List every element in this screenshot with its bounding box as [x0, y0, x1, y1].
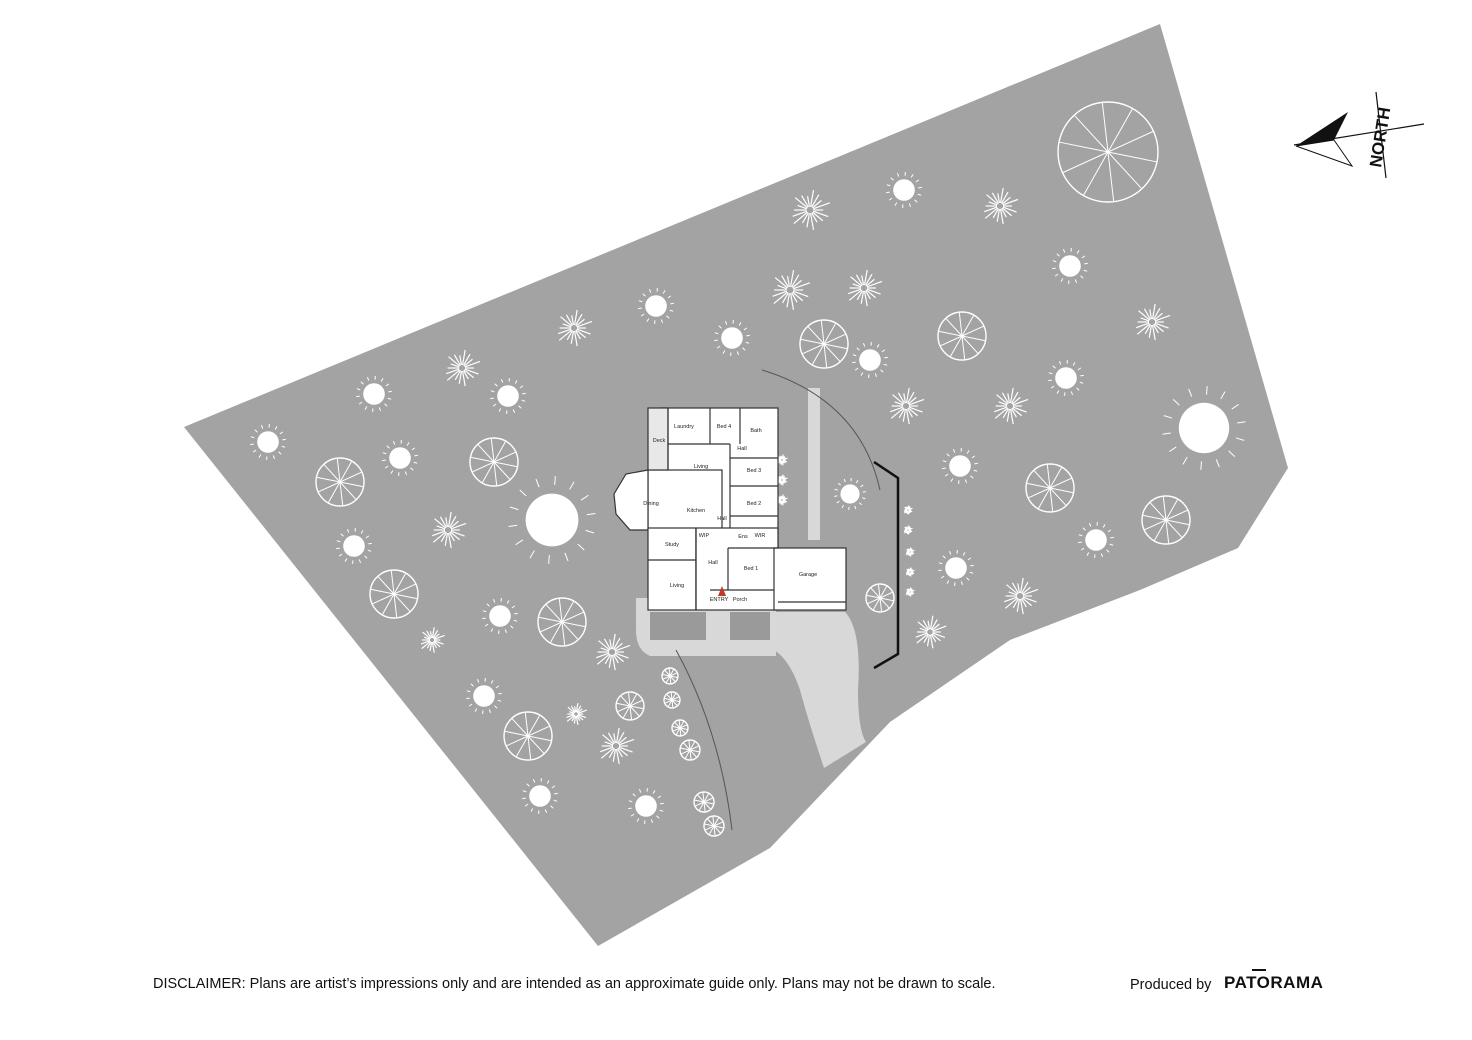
tree-icon	[482, 598, 518, 634]
front-garden-beds	[650, 612, 770, 640]
tree-icon	[490, 378, 526, 414]
room-porch: Porch	[733, 597, 747, 603]
tree-icon	[903, 505, 913, 515]
tree-icon	[615, 691, 645, 721]
driveway	[774, 612, 866, 768]
tree-icon	[679, 739, 701, 761]
tree-icon	[469, 437, 519, 487]
tree-icon	[356, 376, 392, 412]
tree-icon	[834, 478, 866, 510]
room-bath: Bath	[750, 428, 761, 434]
tree-icon	[537, 597, 587, 647]
tree-icon	[382, 440, 418, 476]
tree-icon	[566, 703, 588, 725]
room-hall-north: Hall	[737, 446, 746, 452]
tree-icon	[1052, 248, 1088, 284]
tree-icon	[915, 615, 947, 649]
room-dining: Dining	[643, 501, 659, 507]
north-label: NORTH	[1366, 106, 1394, 169]
produced-by-label: Produced by	[1130, 977, 1212, 993]
garden-curve	[675, 649, 733, 831]
tree-icon	[799, 319, 849, 369]
tree-icon	[903, 525, 913, 535]
tree-icon	[942, 448, 978, 484]
tree-icon	[890, 387, 925, 425]
tree-icon	[886, 172, 922, 208]
tree-icon	[432, 511, 467, 549]
garden-curve-2	[761, 369, 881, 491]
room-labels: Deck Laundry Bed 4 Bath Hall Living Bed …	[643, 424, 817, 603]
tree-icon	[1025, 463, 1075, 513]
tree-icon	[628, 788, 664, 824]
tree-icon	[714, 320, 750, 356]
disclaimer-text: DISCLAIMER: Plans are artist’s impressio…	[153, 976, 996, 992]
tree-icon	[938, 550, 974, 586]
tree-icon	[905, 567, 915, 577]
room-kitchen: Kitchen	[687, 508, 705, 514]
tree-icon	[693, 791, 715, 813]
room-bed4: Bed 4	[717, 424, 731, 430]
tree-icon	[1136, 303, 1171, 341]
tree-icon	[522, 778, 558, 814]
room-deck: Deck	[653, 438, 666, 444]
tree-icon	[369, 569, 419, 619]
tree-icon	[1057, 101, 1159, 203]
tree-icon	[848, 269, 883, 307]
tree-icon	[994, 387, 1029, 425]
tree-icon	[905, 587, 915, 597]
tree-icon	[1004, 577, 1039, 615]
room-entry: ENTRY	[710, 597, 729, 603]
tree-icon	[1141, 495, 1191, 545]
room-bed3: Bed 3	[747, 468, 761, 474]
tree-icon	[905, 547, 915, 557]
tree-icon	[937, 311, 987, 361]
north-arrow-icon: NORTH	[1293, 91, 1425, 179]
room-bed2: Bed 2	[747, 501, 761, 507]
tree-icon	[663, 691, 681, 709]
tree-icon	[420, 627, 445, 653]
brand-logo-mark	[1252, 969, 1266, 975]
tree-icon	[792, 189, 831, 231]
trees	[250, 101, 1246, 837]
tree-icon	[600, 727, 635, 765]
room-bed1: Bed 1	[744, 566, 758, 572]
tree-icon	[1078, 522, 1114, 558]
tree-icon	[446, 349, 481, 387]
fence	[873, 460, 900, 670]
room-living-main: Living	[694, 464, 708, 470]
tree-icon	[466, 678, 502, 714]
tree-icon	[772, 269, 811, 311]
tree-icon	[503, 711, 553, 761]
room-wir: WIR	[755, 533, 766, 539]
brand-logo: PATORAMA	[1224, 973, 1324, 992]
tree-icon	[1162, 386, 1246, 470]
tree-icon	[703, 815, 725, 837]
room-wip: WIP	[699, 533, 710, 539]
tree-icon	[777, 454, 788, 466]
room-garage: Garage	[799, 572, 817, 578]
side-path	[808, 388, 820, 540]
house-floor-plan	[613, 407, 847, 611]
tree-icon	[984, 187, 1019, 225]
tree-icon	[315, 457, 365, 507]
tree-icon	[250, 424, 286, 460]
room-ens: Ens	[738, 534, 748, 540]
tree-icon	[865, 583, 895, 613]
tree-icon	[508, 476, 596, 564]
tree-icon	[638, 288, 674, 324]
tree-icon	[558, 309, 593, 347]
tree-icon	[671, 719, 689, 737]
room-laundry: Laundry	[674, 424, 694, 430]
room-study: Study	[665, 542, 679, 548]
entry-marker-icon	[718, 586, 726, 596]
tree-icon	[596, 633, 631, 671]
room-hall-mid: Hall	[717, 516, 726, 522]
tree-icon	[336, 528, 372, 564]
tree-icon	[852, 342, 888, 378]
room-hall-south: Hall	[708, 560, 717, 566]
tree-icon	[661, 667, 679, 685]
room-living-south: Living	[670, 583, 684, 589]
tree-icon	[1048, 360, 1084, 396]
